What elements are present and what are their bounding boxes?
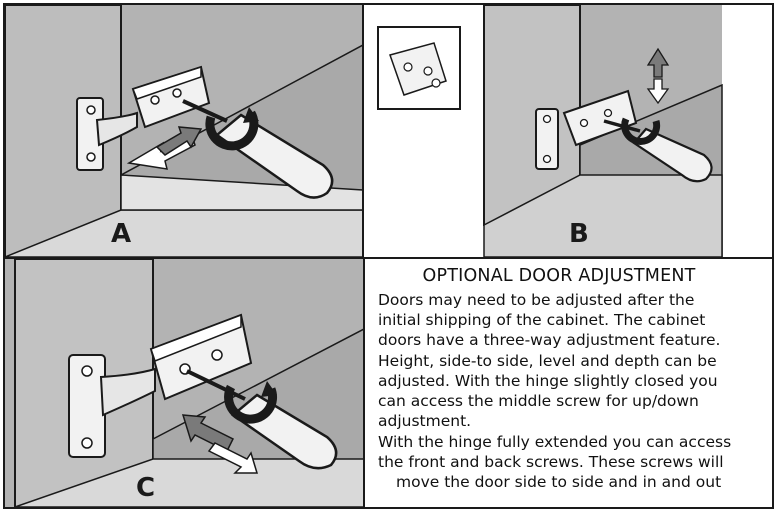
panel-a-illustration: A	[5, 5, 363, 257]
instructions-paragraph-2: With the hinge fully extended you can ac…	[378, 432, 770, 493]
text-line: can access the middle screw for up/down	[378, 392, 699, 411]
panel-b-illustration: B	[364, 5, 772, 257]
panel-a-label: A	[111, 219, 132, 249]
text-line: Height, side-to side, level and depth ca…	[378, 351, 717, 370]
instructions-paragraph-1: Doors may need to be adjusted after the …	[378, 290, 770, 431]
text-line: Doors may need to be adjusted after the	[378, 291, 695, 309]
hinge-side-adjust-drawing	[5, 5, 363, 257]
divider	[363, 259, 365, 507]
divider	[5, 257, 772, 259]
text-line: adjustment.	[378, 412, 472, 431]
panel-b-label: B	[569, 219, 589, 249]
text-line: With the hinge fully extended you can ac…	[378, 433, 732, 451]
panel-c-label: C	[136, 473, 156, 503]
divider	[362, 5, 364, 257]
text-line: adjusted. With the hinge slightly closed…	[378, 371, 718, 390]
hinge-height-adjust-drawing	[364, 5, 772, 257]
instructions-text-block: OPTIONAL DOOR ADJUSTMENT Doors may need …	[369, 262, 771, 506]
instructions-title: OPTIONAL DOOR ADJUSTMENT	[422, 266, 696, 286]
panel-c-illustration: C	[5, 259, 364, 507]
text-line: the front and back screws. These screws …	[378, 453, 724, 472]
text-line: move the door side to side and in and ou…	[396, 473, 722, 492]
text-line: doors have a three-way adjustment featur…	[378, 331, 721, 350]
hinge-depth-adjust-drawing	[5, 259, 364, 507]
text-line: initial shipping of the cabinet. The cab…	[378, 311, 706, 330]
